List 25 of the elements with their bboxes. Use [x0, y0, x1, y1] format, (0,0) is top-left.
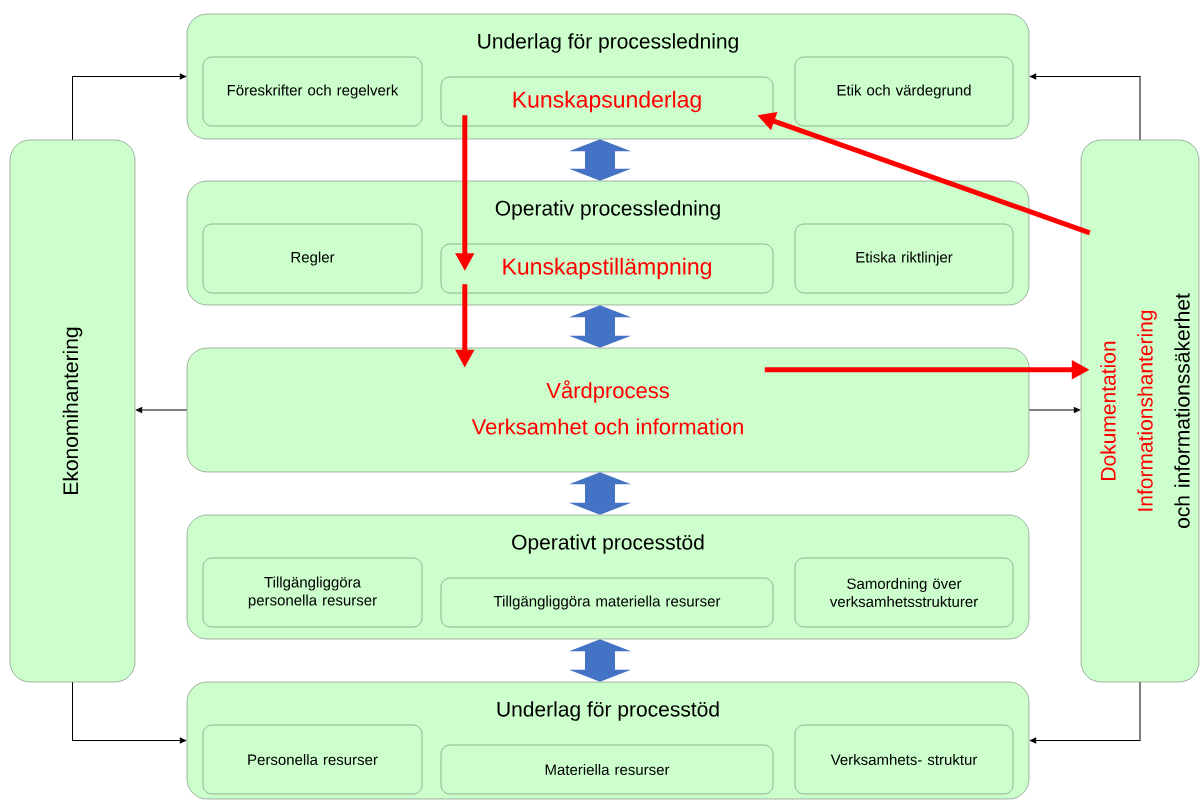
process-box: Regler: [202, 223, 423, 294]
process-box: Etik och värdegrund: [794, 56, 1014, 127]
process-band: Vårdprocess Verksamhet och information: [186, 347, 1030, 473]
knowledge-box: Kunskapstillämpning: [440, 243, 774, 294]
knowledge-box: Kunskapsunderlag: [440, 76, 774, 127]
process-box: Tillgängliggöra materiella resurser: [440, 577, 774, 628]
arrow: [72, 73, 187, 141]
process-box: Verksamhets- struktur: [794, 724, 1014, 795]
process-box: Etiska riktlinjer: [794, 223, 1014, 294]
process-box: Materiella resurser: [440, 744, 774, 795]
block-arrow: [569, 472, 631, 515]
arrow: [72, 681, 187, 744]
arrow: [1030, 681, 1141, 744]
block-arrow: [569, 639, 631, 682]
arrow: [1030, 73, 1141, 141]
side-panel: Dokumentation Informationshantering och informationssäkerhet: [1080, 139, 1200, 683]
process-box: Föreskrifter och regelverk: [202, 56, 423, 127]
process-box: Tillgängliggöra personella resurser: [202, 557, 423, 628]
arrow: [1028, 407, 1081, 413]
block-arrow: [569, 305, 631, 348]
side-panel: Ekonomihantering: [9, 139, 136, 683]
process-box: Personella resurser: [202, 724, 423, 795]
arrow: [135, 407, 188, 413]
block-arrow: [569, 139, 631, 181]
process-box: Samordning över verksamhetsstrukturer: [794, 557, 1014, 628]
